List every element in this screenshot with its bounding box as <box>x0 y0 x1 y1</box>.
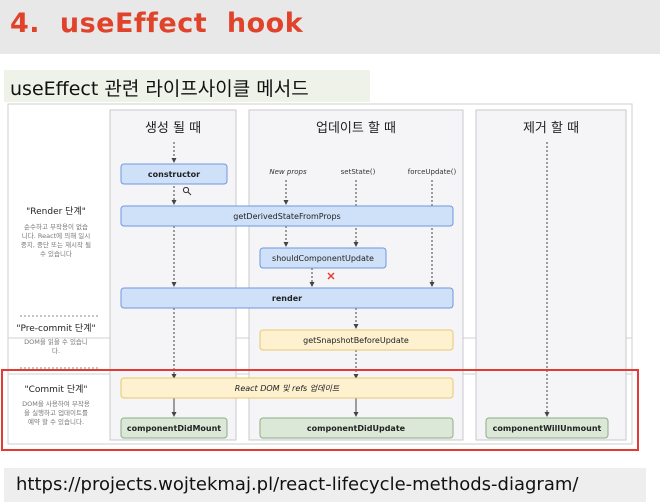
subtitle-box: useEffect 관련 라이프사이클 메서드 <box>4 70 370 102</box>
trigger-new-props: New props <box>269 168 307 176</box>
phase-render-desc-1: 순수하고 부작용이 없습 <box>24 222 88 231</box>
label-should-update: shouldComponentUpdate <box>272 254 374 263</box>
commit-highlight <box>1 369 639 451</box>
phase-commit-desc-2: 을 실행하고 업데이트를 <box>24 408 88 417</box>
box-snapshot <box>259 329 454 351</box>
phase-precommit-desc-1: DOM을 읽을 수 있습니 <box>24 337 88 346</box>
phase-commit-title: "Commit 단계" <box>24 383 87 395</box>
phase-render-title: "Render 단계" <box>26 205 86 217</box>
subtitle-text: useEffect 관련 라이프사이클 메서드 <box>10 78 309 100</box>
label-constructor: constructor <box>148 170 200 179</box>
phase-render-desc-2: 니다. React에 의해 일시 <box>22 231 90 240</box>
phase-render-desc-4: 수 있습니다 <box>40 249 72 258</box>
phase-render-desc-3: 중지, 중단 또는 재시작 될 <box>21 240 91 249</box>
slide-title: 4. useEffect hook <box>10 8 304 39</box>
column-title-mount: 생성 될 때 <box>145 121 201 136</box>
source-url[interactable]: https://projects.wojtekmaj.pl/react-life… <box>16 474 579 495</box>
label-snapshot: getSnapshotBeforeUpdate <box>303 336 409 345</box>
phase-precommit-desc-2: 다. <box>52 346 60 355</box>
box-render <box>120 287 454 309</box>
trigger-force-update: forceUpdate() <box>408 168 457 176</box>
box-constructor <box>120 163 228 185</box>
box-did-update <box>259 417 454 439</box>
magnifier-icon <box>182 186 192 196</box>
label-did-mount: componentDidMount <box>127 424 221 433</box>
label-render: render <box>272 294 302 303</box>
label-react-dom: React DOM 및 refs 업데이트 <box>235 384 340 393</box>
label-will-unmount: componentWillUnmount <box>493 424 602 433</box>
box-will-unmount <box>485 417 609 439</box>
phase-commit-desc-3: 예약 할 수 있습니다. <box>28 417 84 426</box>
box-get-derived <box>120 205 454 227</box>
trigger-set-state: setState() <box>341 168 376 176</box>
lifecycle-diagram: 생성 될 때 업데이트 할 때 제거 할 때 "Render 단계" 순수하고 … <box>1 103 639 451</box>
box-did-mount <box>120 417 228 439</box>
url-box: https://projects.wojtekmaj.pl/react-life… <box>4 468 646 502</box>
label-get-derived: getDerivedStateFromProps <box>233 212 340 221</box>
label-did-update: componentDidUpdate <box>307 424 406 433</box>
column-title-unmount: 제거 할 때 <box>523 121 579 136</box>
column-unmount <box>475 109 627 441</box>
stop-x-icon <box>327 272 335 280</box>
box-should-update <box>259 247 387 269</box>
phase-commit-desc-1: DOM을 사용하여 부작용 <box>22 399 90 408</box>
box-react-dom <box>120 377 454 399</box>
header-bar: 4. useEffect hook <box>0 0 660 54</box>
column-title-update: 업데이트 할 때 <box>316 121 396 136</box>
phase-precommit-title: "Pre-commit 단계" <box>16 322 95 334</box>
